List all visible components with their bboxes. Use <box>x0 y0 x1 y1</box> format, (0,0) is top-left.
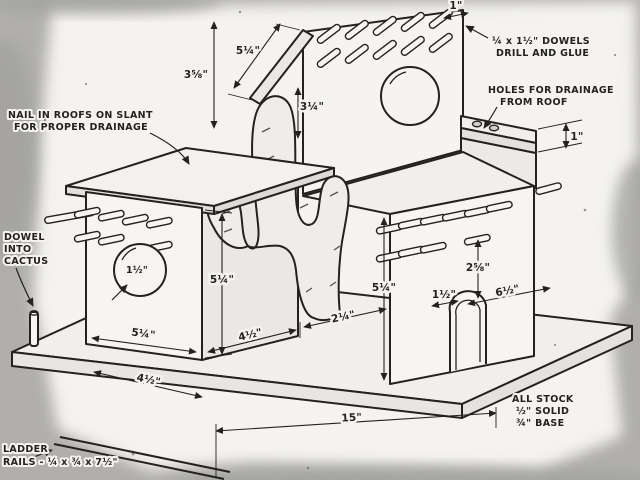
note-dowel-cactus-line2: INTO <box>4 244 31 255</box>
dowel-peg <box>372 39 397 60</box>
dim-base-length: 15" <box>341 411 362 424</box>
dim-left-box-width: 5¼" <box>131 326 157 341</box>
dowel-peg <box>145 216 173 229</box>
dim-upper-wall-height: 3⅝" <box>184 69 208 81</box>
dowel-peg <box>316 23 341 44</box>
drainage-hole <box>471 120 483 128</box>
dim-entry-hole: 1½" <box>126 265 148 276</box>
dowel-peg <box>344 19 369 40</box>
left-box <box>44 191 203 361</box>
drainage-hole <box>488 124 500 132</box>
dimension-lines <box>91 10 583 478</box>
drainage-ledge <box>460 115 537 154</box>
dowel-peg <box>344 43 369 64</box>
dowel-peg <box>400 35 425 56</box>
dim-right-box-height: 5¼" <box>372 282 396 294</box>
note-drain-holes-line1: HOLES FOR DRAINAGE <box>488 85 614 96</box>
note-stock-line3: ¾" BASE <box>516 418 564 429</box>
dowel-peg <box>97 209 125 222</box>
entry-hole-left <box>113 243 167 297</box>
dowel-peg <box>535 182 562 196</box>
dowel-peg <box>485 200 513 213</box>
note-dowel-cactus-line3: CACTUS <box>4 256 48 267</box>
dowel-peg <box>419 241 447 254</box>
dim-hole-drop: 3¼" <box>300 101 324 113</box>
dim-arch-width: 1½" <box>432 289 456 301</box>
note-dowel-cactus-line1: DOWEL <box>4 232 45 243</box>
leader-arrows <box>15 25 498 458</box>
dim-arch-height: 2⅝" <box>466 262 490 274</box>
dowel-peg <box>73 230 101 243</box>
dowel-peg <box>97 233 125 246</box>
note-drain-holes-line2: FROM ROOF <box>500 97 568 108</box>
note-stock-line2: ½" SOLID <box>516 406 569 417</box>
note-dowel-spec-line2: DRILL AND GLUE <box>496 48 589 59</box>
dowel-peg <box>316 47 341 68</box>
dim-roof-width: 5¼" <box>236 45 260 57</box>
scan-speckles <box>43 10 617 470</box>
upper-dowels <box>316 8 453 68</box>
dowel-peg <box>400 11 425 32</box>
dowel-peg <box>73 206 101 219</box>
dim-top-dowel-spacing: 1" <box>449 0 462 12</box>
dowel-peg <box>121 213 149 226</box>
ladder-rails <box>53 436 231 480</box>
dowel-peg <box>428 32 453 53</box>
dowel-peg <box>372 15 397 36</box>
dim-ledge-height: 1" <box>570 131 583 143</box>
entry-hole-upper <box>380 66 440 126</box>
note-ladder-line2: RAILS - ¼ x ¾ x 7½" <box>3 457 118 468</box>
ground-peg <box>29 310 39 347</box>
note-nail-roofs-line1: NAIL IN ROOFS ON SLANT <box>8 110 153 121</box>
note-dowel-spec-line1: ¼ x 1½" DOWELS <box>492 36 590 47</box>
note-nail-roofs-line2: FOR PROPER DRAINAGE <box>14 122 148 133</box>
right-box <box>375 182 562 385</box>
note-stock-line1: ALL STOCK <box>512 394 574 405</box>
dim-left-box-height: 5¼" <box>210 274 234 286</box>
note-ladder-line1: LADDER <box>3 444 48 455</box>
